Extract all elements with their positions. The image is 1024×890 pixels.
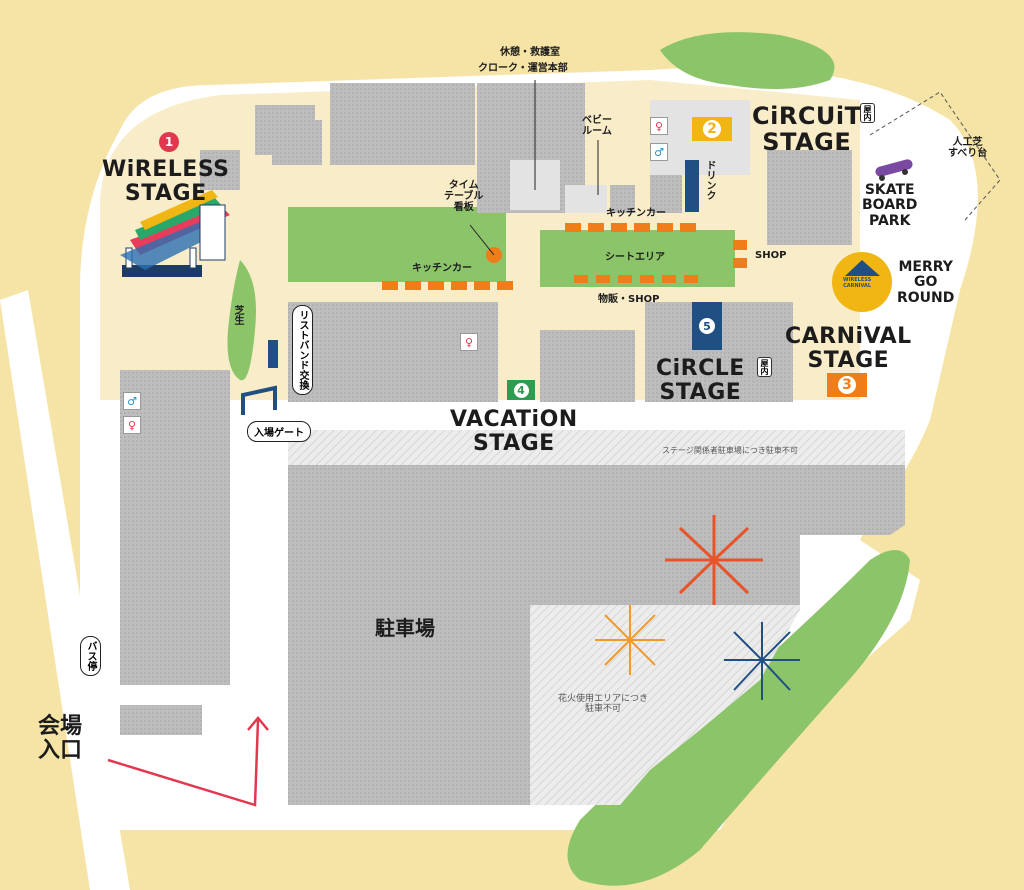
building — [200, 150, 240, 190]
circuit-stage-label: CiRCUiT STAGE — [752, 102, 862, 157]
merry-roof — [845, 260, 880, 276]
stage-3-badge: 3 — [827, 373, 867, 397]
stage-3-num: 3 — [838, 376, 856, 394]
grass-lawn — [227, 260, 256, 381]
entrance-arrow — [107, 719, 260, 807]
merry-go-round-icon — [832, 252, 892, 312]
stage-2-badge: 2 — [692, 117, 732, 141]
carnival-stage-label: CARNiVAL STAGE — [785, 324, 912, 374]
seat-area-label: シートエリア — [605, 252, 665, 263]
stage-2-num: 2 — [703, 120, 721, 138]
building-block — [288, 302, 498, 402]
firework-blue — [724, 622, 800, 700]
wristband-booth — [268, 340, 278, 368]
cloak-label: クローク・運営本部 — [478, 63, 568, 74]
grass-top — [660, 32, 835, 89]
toilet-men-icon: ♂ — [650, 143, 668, 161]
kitchen-car-icons — [382, 223, 747, 290]
no-parking-stage-area — [288, 430, 905, 465]
building-baby — [565, 185, 607, 213]
stage-5-badge: 5 — [692, 302, 722, 350]
vacation-stage-label: VACATiON STAGE — [450, 407, 578, 457]
lawn-label: 芝生 — [232, 305, 243, 325]
seat-area-field — [540, 230, 735, 287]
skate-park-label: SKATE BOARD PARK — [862, 182, 918, 229]
stage-4-badge: 4 — [507, 380, 535, 400]
toilet-women-icon: ♀ — [460, 333, 478, 351]
building — [610, 185, 635, 213]
parking-lot — [288, 430, 905, 805]
wireless-stage-label: WiRELESS STAGE — [102, 157, 230, 207]
circle-stage-label: CiRCLE STAGE — [656, 356, 745, 406]
merry-go-round-label: MERRY GO ROUND — [897, 259, 955, 306]
shop-label: SHOP — [755, 250, 787, 261]
wireless-stage-icon — [120, 190, 230, 277]
building — [540, 330, 635, 402]
baby-room-label: ベビー ルーム — [582, 115, 612, 137]
toilet-men-icon: ♂ — [123, 392, 141, 410]
no-parking-fireworks-area — [530, 605, 800, 805]
stage-1-badge: 1 — [159, 132, 179, 152]
circuit-indoor-tag: 屋内 — [860, 103, 875, 123]
parking-label: 駐車場 — [375, 616, 435, 640]
entry-gate-icon — [241, 385, 277, 415]
firework-red — [665, 515, 763, 605]
building — [767, 150, 852, 245]
venue-entrance-label: 会場 入口 — [38, 714, 83, 764]
merry-sign-text: WIRELESS CARNIVAL — [843, 277, 872, 289]
toilet-women-icon: ♀ — [650, 117, 668, 135]
skateboard-icon — [875, 159, 913, 181]
bus-stop-label: バス停 — [80, 636, 101, 676]
toilet-women-icon: ♀ — [123, 416, 141, 434]
building — [272, 120, 322, 165]
rest-room-label: 休憩・救護室 — [500, 47, 560, 58]
drink-label: ドリンク — [704, 160, 715, 200]
artificial-turf-label: 人工芝 すべり台 — [948, 137, 988, 159]
merch-shop-label: 物販・SHOP — [598, 294, 660, 305]
building-small — [120, 705, 202, 735]
kitchen-car-top-label: キッチンカー — [606, 208, 666, 219]
entry-gate-label: 入場ゲート — [247, 421, 311, 442]
slide-path — [869, 91, 1001, 221]
no-parking-stage-label: ステージ関係者駐車場につき駐車不可 — [662, 446, 798, 455]
time-table-label: タイム テーブル 看板 — [444, 180, 484, 213]
building — [330, 83, 475, 165]
kitchen-car-left-label: キッチンカー — [412, 263, 472, 274]
drink-booth — [685, 160, 699, 212]
grass-bottom-right — [567, 550, 910, 886]
wristband-label: リストバンド交換 — [292, 305, 313, 395]
entrance-arrowhead — [247, 716, 269, 731]
building — [650, 175, 682, 213]
stage-4-num: 4 — [513, 382, 529, 398]
kitchen-car-field — [288, 207, 506, 282]
no-parking-fireworks-label: 花火使用エリアにつき 駐車不可 — [558, 694, 649, 714]
firework-orange — [595, 605, 665, 675]
leader-line — [469, 224, 495, 256]
circle-indoor-tag: 屋内 — [757, 357, 772, 377]
stage-5-num: 5 — [699, 318, 715, 334]
